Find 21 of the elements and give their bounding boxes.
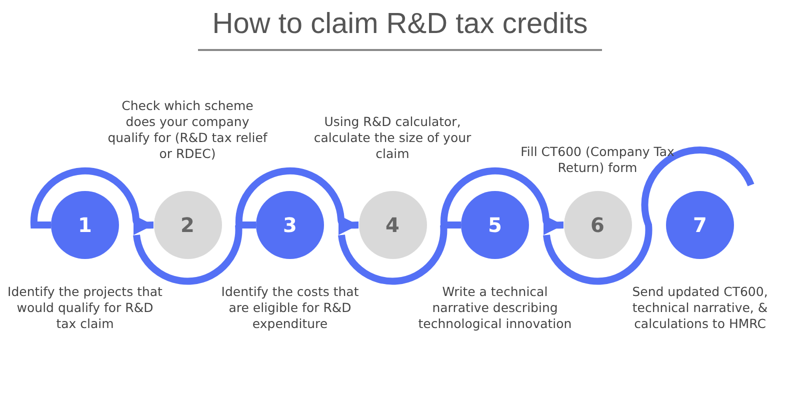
step-number: 2 bbox=[180, 213, 194, 237]
step-description: Identify the projects that would qualify for R&D tax claim bbox=[6, 284, 164, 332]
step-number: 1 bbox=[78, 213, 92, 237]
curved-connector bbox=[543, 146, 754, 285]
curved-arrow bbox=[440, 167, 564, 236]
step-number: 7 bbox=[693, 213, 707, 237]
step-description: Fill CT600 (Company Tax Return) form bbox=[520, 144, 676, 176]
step-number: 3 bbox=[283, 213, 297, 237]
step-number: 4 bbox=[386, 213, 400, 237]
curved-arrow bbox=[236, 167, 359, 236]
step-number: 5 bbox=[488, 213, 502, 237]
step-description: Check which scheme does your company qualify for (R&D tax relief or RDEC) bbox=[108, 98, 268, 162]
step-description: Using R&D calculator, calculate the size of your claim bbox=[312, 114, 472, 162]
step-number: 6 bbox=[590, 213, 604, 237]
title: How to claim R&D tax credits bbox=[211, 8, 589, 41]
step-description: Identify the costs that are eligible for R&D expenditure bbox=[220, 284, 360, 332]
step-description: Send updated CT600, technical narrative, & calculations to HMRC bbox=[631, 284, 769, 332]
curved-connector bbox=[133, 224, 242, 285]
step-description: Write a technical narrative describing technological innovation bbox=[417, 284, 573, 332]
curved-connector bbox=[338, 224, 448, 285]
curved-arrow bbox=[30, 167, 154, 236]
